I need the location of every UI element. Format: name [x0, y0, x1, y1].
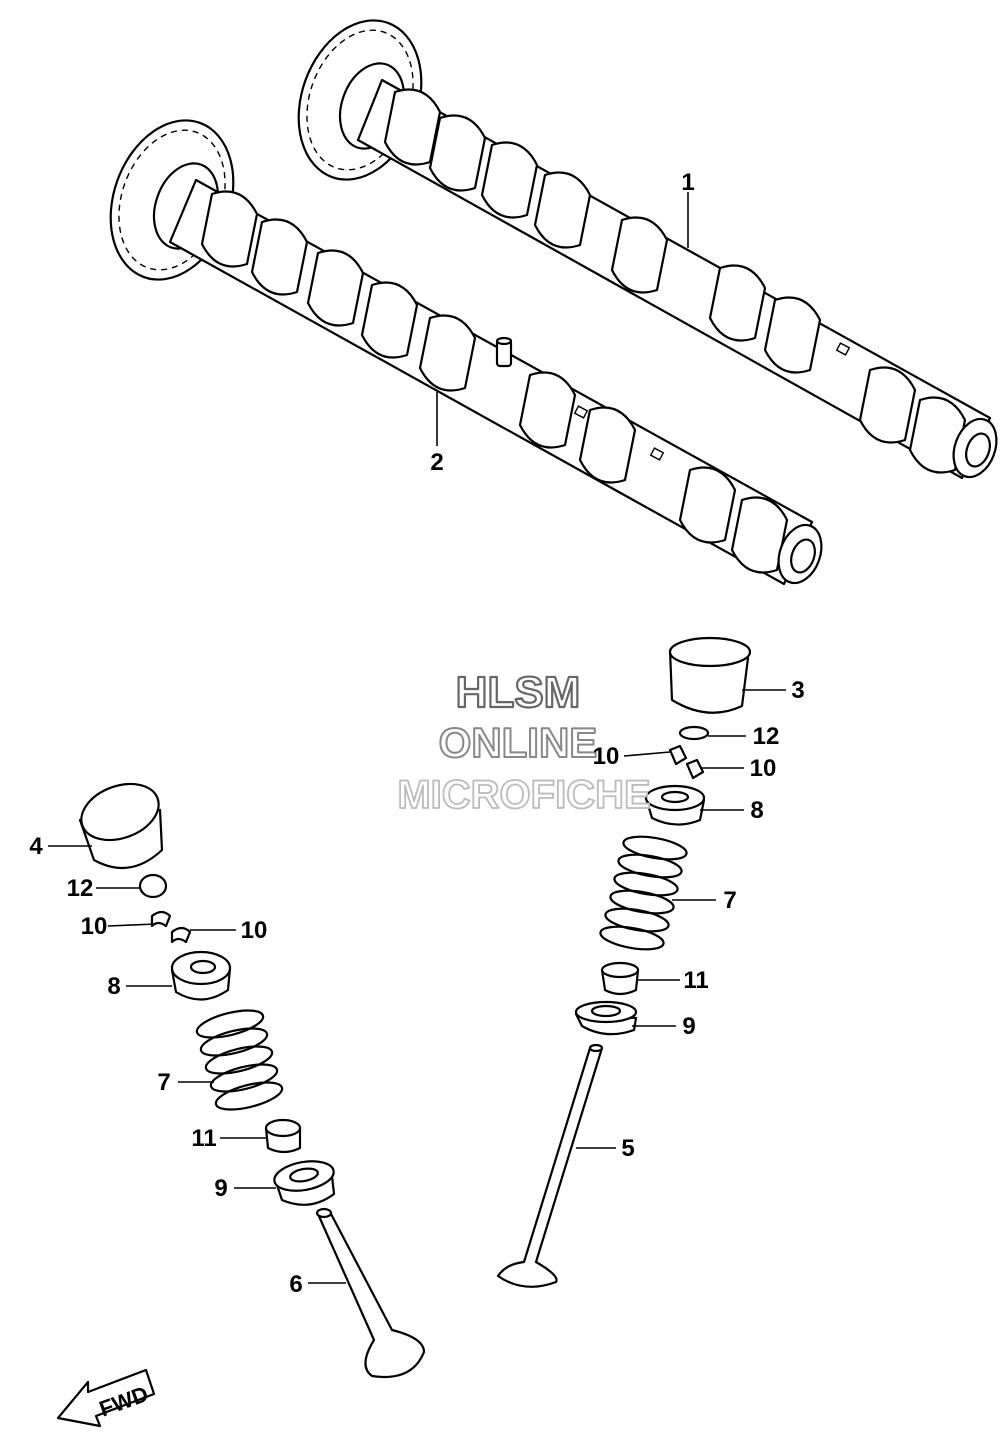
callout-9-seat-right[interactable]: 9 [682, 1013, 695, 1040]
retainer-right[interactable] [644, 784, 706, 826]
callout-5-valve[interactable]: 5 [621, 1135, 634, 1162]
watermark-line-3: MICROFICHE [397, 773, 650, 817]
fwd-direction-arrow: FWD [56, 1368, 156, 1428]
valve-left[interactable] [315, 1207, 426, 1378]
callout-8-retainer-right[interactable]: 8 [750, 797, 763, 824]
callout-11-seal-left[interactable]: 11 [191, 1125, 216, 1152]
callout-12-shim-right[interactable]: 12 [753, 723, 780, 750]
callout-1-camshaft-exhaust[interactable]: 1 [681, 169, 694, 196]
callout-10-cotter-right-a[interactable]: 10 [593, 743, 620, 770]
callout-10-cotter-left-b[interactable]: 10 [241, 917, 268, 944]
callout-7-spring-right[interactable]: 7 [723, 887, 736, 914]
seal-right[interactable] [600, 961, 640, 996]
camshaft-1-lobes [383, 88, 967, 474]
callout-11-seal-right[interactable]: 11 [683, 967, 708, 994]
callout-10-cotter-left-a[interactable]: 10 [81, 913, 108, 940]
callout-4-tappet[interactable]: 4 [29, 833, 43, 860]
callout-2-camshaft-intake[interactable]: 2 [430, 449, 443, 476]
watermark-line-2: ONLINE [439, 719, 598, 766]
callout-9-seat-left[interactable]: 9 [214, 1175, 227, 1202]
leader-lines [48, 192, 786, 1284]
camshaft-1[interactable] [277, 3, 1000, 483]
callout-8-retainer-left[interactable]: 8 [107, 973, 120, 1000]
retainer-left[interactable] [170, 950, 232, 1001]
tappet-left[interactable] [74, 774, 167, 870]
spring-right[interactable] [599, 833, 689, 954]
seat-right[interactable] [574, 1000, 638, 1036]
callout-6-valve[interactable]: 6 [289, 1271, 302, 1298]
watermark: HLSM ONLINE MICROFICHE [396, 667, 651, 818]
tappet-right[interactable] [668, 636, 752, 714]
camshaft-2[interactable] [89, 103, 829, 589]
shim-right[interactable] [678, 725, 710, 741]
callout-10-cotter-right-b[interactable]: 10 [750, 755, 777, 782]
callout-3-tappet[interactable]: 3 [791, 677, 804, 704]
watermark-line-1: HLSM [456, 668, 581, 717]
cotter-right[interactable] [668, 744, 705, 780]
valve-right[interactable] [496, 1043, 604, 1288]
callouts: 1 2 3 4 5 6 7 7 8 8 9 9 10 10 10 10 11 1… [29, 169, 804, 1298]
spring-left[interactable] [194, 1005, 284, 1115]
callout-12-shim-left[interactable]: 12 [67, 875, 94, 902]
cotter-left[interactable] [150, 910, 192, 944]
camshaft-2-lobes [200, 190, 789, 574]
shim-left[interactable] [138, 873, 168, 899]
seal-left[interactable] [264, 1118, 302, 1154]
seat-left[interactable] [272, 1157, 336, 1206]
callout-7-spring-left[interactable]: 7 [157, 1069, 170, 1096]
